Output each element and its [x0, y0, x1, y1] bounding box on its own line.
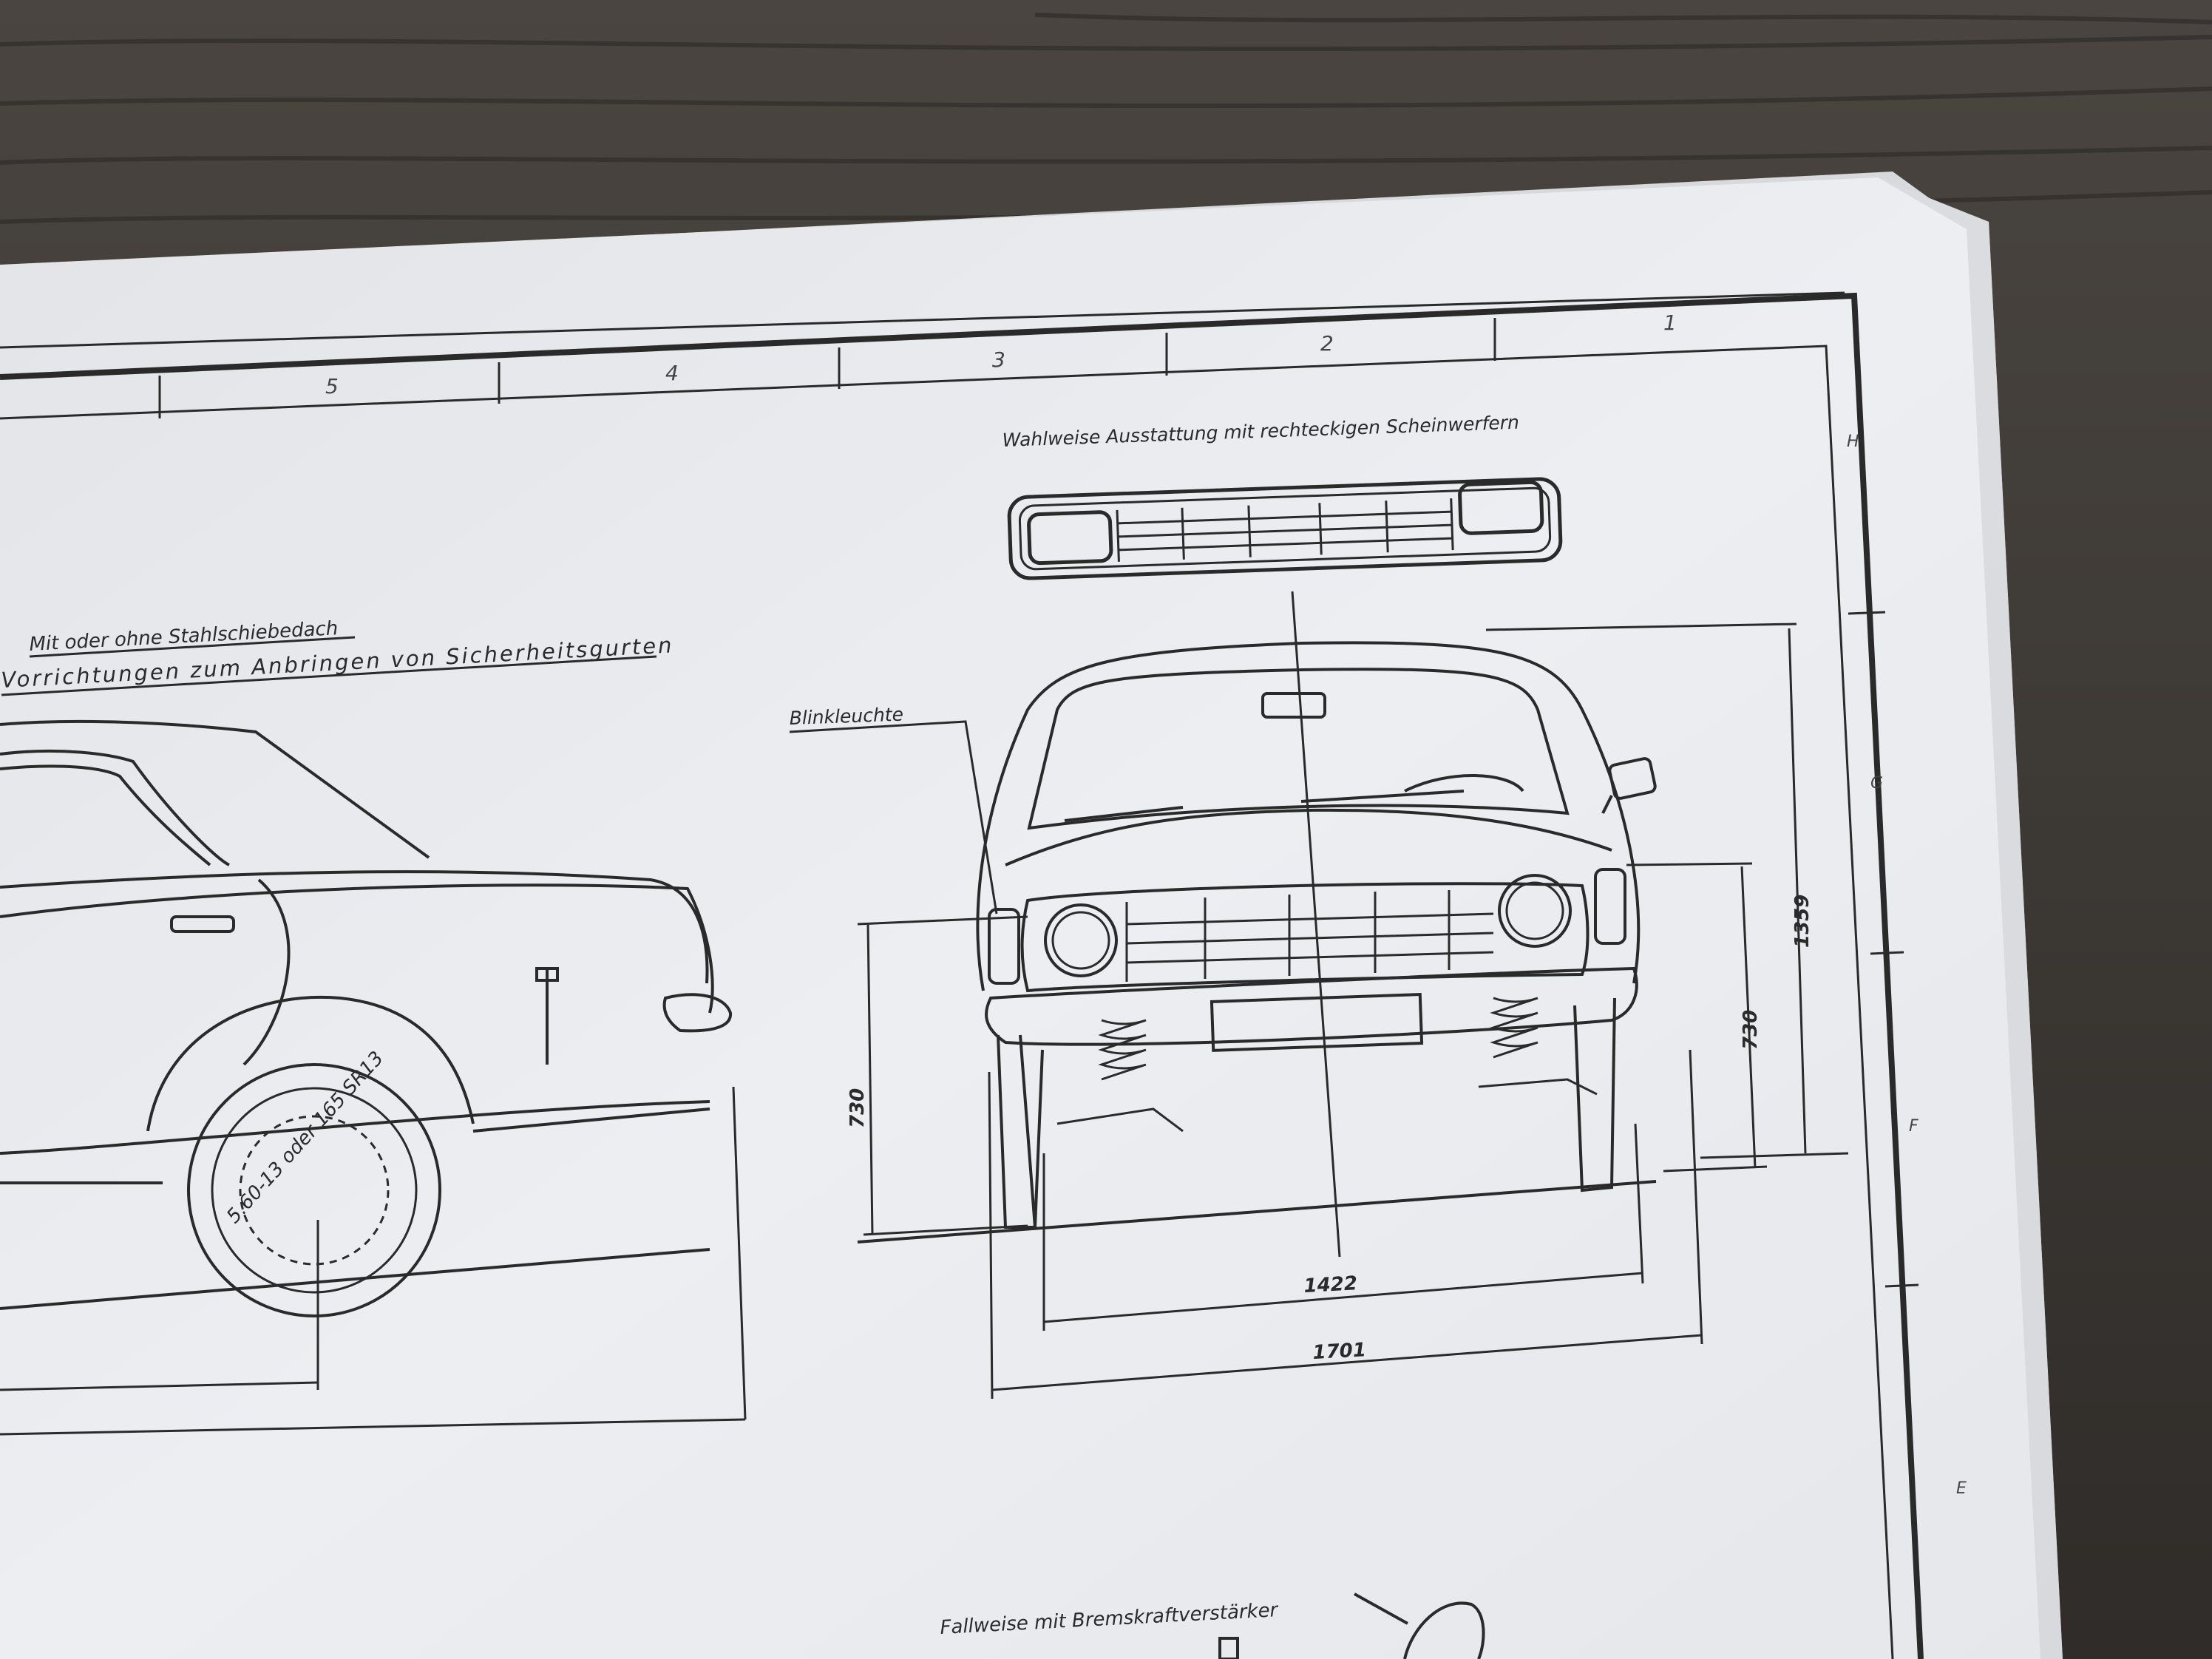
paper-shadow — [1878, 177, 2063, 1659]
column-marker-3: 3 — [992, 347, 1005, 372]
row-marker-F: F — [1909, 1117, 1918, 1136]
dimension-lines — [857, 622, 1849, 1400]
underline-sunroof — [29, 636, 356, 658]
label-indicator: Blinkleuchte — [789, 704, 903, 729]
row-marker-E: E — [1956, 1479, 1967, 1498]
paper-sheet — [0, 177, 2063, 1659]
brake-booster-sketch — [1218, 1592, 1485, 1659]
dimension-left-height: 730 — [847, 1088, 869, 1128]
drawing-frame — [0, 291, 1924, 1659]
dimension-right-height: 730 — [1740, 1010, 1762, 1050]
row-marker-H: H — [1847, 432, 1859, 451]
dimension-overall-height: 1359 — [1791, 895, 1814, 948]
column-marker-4: 4 — [665, 361, 679, 385]
car-front-view — [857, 591, 1657, 1258]
column-marker-5: 5 — [325, 374, 339, 398]
dimension-track-width: 1422 — [1303, 1272, 1358, 1297]
rectangular-headlight-grille — [1007, 477, 1563, 580]
column-marker-1: 1 — [1663, 311, 1677, 335]
column-marker-2: 2 — [1320, 331, 1334, 356]
wood-grain — [0, 13, 2212, 224]
dimension-overall-width: 1701 — [1312, 1339, 1367, 1364]
underline-seatbelts — [1, 655, 657, 696]
row-marker-G: G — [1870, 774, 1883, 793]
car-side-view — [0, 719, 747, 1436]
leader-indicator — [789, 720, 998, 915]
